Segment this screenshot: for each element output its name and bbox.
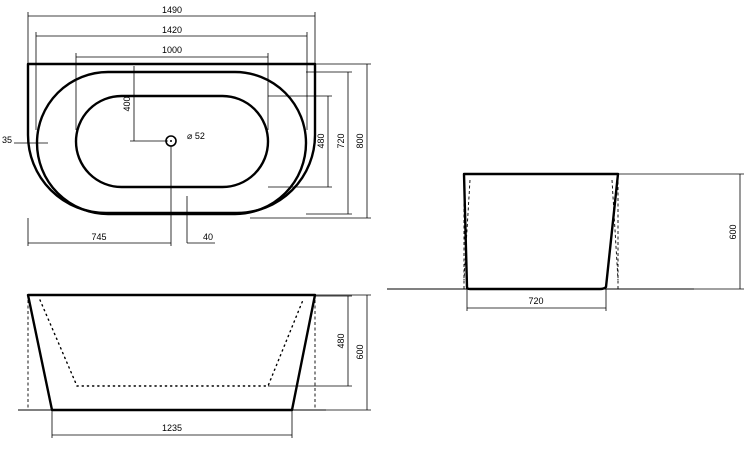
- dim-1490: 1490: [162, 5, 182, 15]
- dim-drain-diameter: ⌀ 52: [187, 131, 205, 141]
- dim-400: 400: [122, 96, 132, 111]
- dim-720-top: 720: [336, 133, 346, 148]
- dim-800: 800: [355, 133, 365, 148]
- top-view-outer-rim: [26, 62, 317, 215]
- drain-center: [170, 140, 172, 142]
- dim-600-front: 600: [355, 344, 365, 359]
- dim-480-front: 480: [336, 333, 346, 348]
- dim-600-side: 600: [728, 224, 738, 239]
- dim-40: 40: [203, 232, 213, 242]
- dim-35: 35: [2, 135, 12, 145]
- top-view-basin: [74, 94, 270, 189]
- dim-1235: 1235: [162, 423, 182, 433]
- side-view-body: [462, 172, 620, 291]
- side-view: 600 720: [387, 172, 744, 311]
- dim-1420: 1420: [162, 25, 182, 35]
- dim-745: 745: [91, 232, 106, 242]
- dim-1000: 1000: [162, 45, 182, 55]
- front-view-basin: [39, 299, 304, 387]
- front-view-body: [26, 293, 317, 412]
- top-view-inner-rim: [35, 70, 308, 216]
- dim-720-side: 720: [528, 296, 543, 306]
- front-view: 480 600 1235: [18, 293, 371, 438]
- dim-480-top: 480: [316, 133, 326, 148]
- top-view: 1490 1420 1000 400 ⌀ 52 480 720 800: [2, 5, 371, 246]
